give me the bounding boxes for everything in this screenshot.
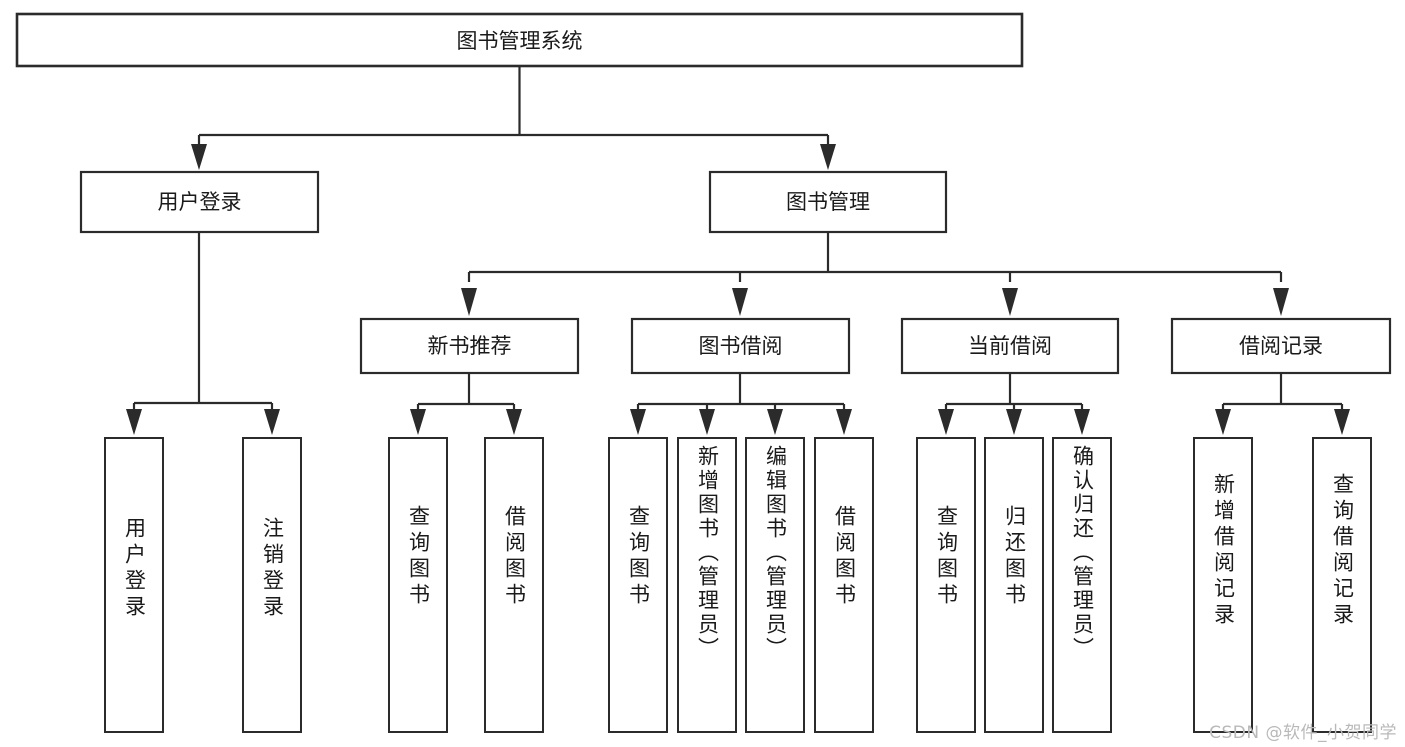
leaf-label: 新增图书（管理员） bbox=[695, 445, 720, 661]
leaf-node-add-borrow-record[interactable]: 新增借阅记录 bbox=[1193, 437, 1253, 733]
book-manage-label: 图书管理 bbox=[786, 190, 870, 214]
arrow-to-book-manage bbox=[820, 144, 836, 170]
leaf-label: 编辑图书（管理员） bbox=[763, 445, 788, 661]
leaf-label: 归还图书 bbox=[1002, 505, 1027, 609]
arrow-book-borrow bbox=[732, 288, 748, 316]
node-book-borrow[interactable]: 图书借阅 bbox=[630, 317, 851, 375]
user-login-label: 用户登录 bbox=[158, 190, 242, 214]
leaf-label: 注销登录 bbox=[260, 517, 285, 621]
arrow-new-book-rec bbox=[461, 288, 477, 316]
nbr-arrow-2 bbox=[506, 409, 522, 435]
connector-borrow-record-to-leaves bbox=[1215, 373, 1350, 435]
arrow-current-borrow bbox=[1002, 288, 1018, 316]
leaf-node-user-login[interactable]: 用户登录 bbox=[104, 437, 164, 733]
node-new-book-rec[interactable]: 新书推荐 bbox=[359, 317, 580, 375]
leaf-label: 确认归还（管理员） bbox=[1070, 445, 1095, 661]
leaf-node-edit-book-admin[interactable]: 编辑图书（管理员） bbox=[745, 437, 805, 733]
bb-arrow-2 bbox=[699, 409, 715, 435]
leaf-node-borrow-book-rec[interactable]: 借阅图书 bbox=[484, 437, 544, 733]
current-borrow-box[interactable] bbox=[900, 317, 1120, 375]
leaf-node-query-book-rec[interactable]: 查询图书 bbox=[388, 437, 448, 733]
leaf-node-confirm-return-admin[interactable]: 确认归还（管理员） bbox=[1052, 437, 1112, 733]
new-book-rec-box[interactable] bbox=[359, 317, 580, 375]
leaf-node-add-book-admin[interactable]: 新增图书（管理员） bbox=[677, 437, 737, 733]
arrow-leaf-logout bbox=[264, 409, 280, 435]
leaf-label: 新增借阅记录 bbox=[1211, 473, 1236, 629]
leaf-label: 借阅图书 bbox=[832, 505, 857, 609]
node-root[interactable]: 图书管理系统 bbox=[15, 12, 1024, 68]
nbr-arrow-1 bbox=[410, 409, 426, 435]
leaf-label: 借阅图书 bbox=[502, 505, 527, 609]
book-borrow-label: 图书借阅 bbox=[699, 334, 783, 358]
connector-root-to-level2 bbox=[191, 66, 836, 170]
node-borrow-record[interactable]: 借阅记录 bbox=[1170, 317, 1392, 375]
br-arrow-2 bbox=[1334, 409, 1350, 435]
leaf-label: 查询图书 bbox=[626, 505, 651, 609]
leaf-label: 查询图书 bbox=[934, 505, 959, 609]
br-arrow-1 bbox=[1215, 409, 1231, 435]
leaf-node-query-borrow-record[interactable]: 查询借阅记录 bbox=[1312, 437, 1372, 733]
root-box[interactable] bbox=[15, 12, 1024, 68]
root-label: 图书管理系统 bbox=[457, 29, 583, 53]
leaf-node-query-book-current[interactable]: 查询图书 bbox=[916, 437, 976, 733]
leaf-node-logout[interactable]: 注销登录 bbox=[242, 437, 302, 733]
leaf-node-borrow-book[interactable]: 借阅图书 bbox=[814, 437, 874, 733]
node-user-login[interactable]: 用户登录 bbox=[79, 170, 320, 234]
leaf-label: 查询借阅记录 bbox=[1330, 473, 1355, 629]
bb-arrow-1 bbox=[630, 409, 646, 435]
borrow-record-label: 借阅记录 bbox=[1239, 334, 1323, 358]
leaf-label: 用户登录 bbox=[122, 517, 147, 621]
connector-new-book-rec-to-leaves bbox=[410, 373, 522, 435]
new-book-rec-label: 新书推荐 bbox=[428, 334, 512, 358]
connector-user-login-to-leaves bbox=[126, 232, 280, 435]
bb-arrow-4 bbox=[836, 409, 852, 435]
book-borrow-box[interactable] bbox=[630, 317, 851, 375]
leaf-node-query-book-borrow[interactable]: 查询图书 bbox=[608, 437, 668, 733]
connector-current-borrow-to-leaves bbox=[938, 373, 1090, 435]
connector-book-borrow-to-leaves bbox=[630, 373, 852, 435]
cb-arrow-1 bbox=[938, 409, 954, 435]
arrow-to-user-login bbox=[191, 144, 207, 170]
leaf-node-return-book[interactable]: 归还图书 bbox=[984, 437, 1044, 733]
node-book-manage[interactable]: 图书管理 bbox=[708, 170, 948, 234]
node-current-borrow[interactable]: 当前借阅 bbox=[900, 317, 1120, 375]
leaf-label: 查询图书 bbox=[406, 505, 431, 609]
connector-book-manage-to-level3 bbox=[461, 232, 1289, 316]
bb-arrow-3 bbox=[767, 409, 783, 435]
current-borrow-label: 当前借阅 bbox=[968, 334, 1052, 358]
arrow-leaf-user-login bbox=[126, 409, 142, 435]
cb-arrow-2 bbox=[1006, 409, 1022, 435]
arrow-borrow-record bbox=[1273, 288, 1289, 316]
cb-arrow-3 bbox=[1074, 409, 1090, 435]
